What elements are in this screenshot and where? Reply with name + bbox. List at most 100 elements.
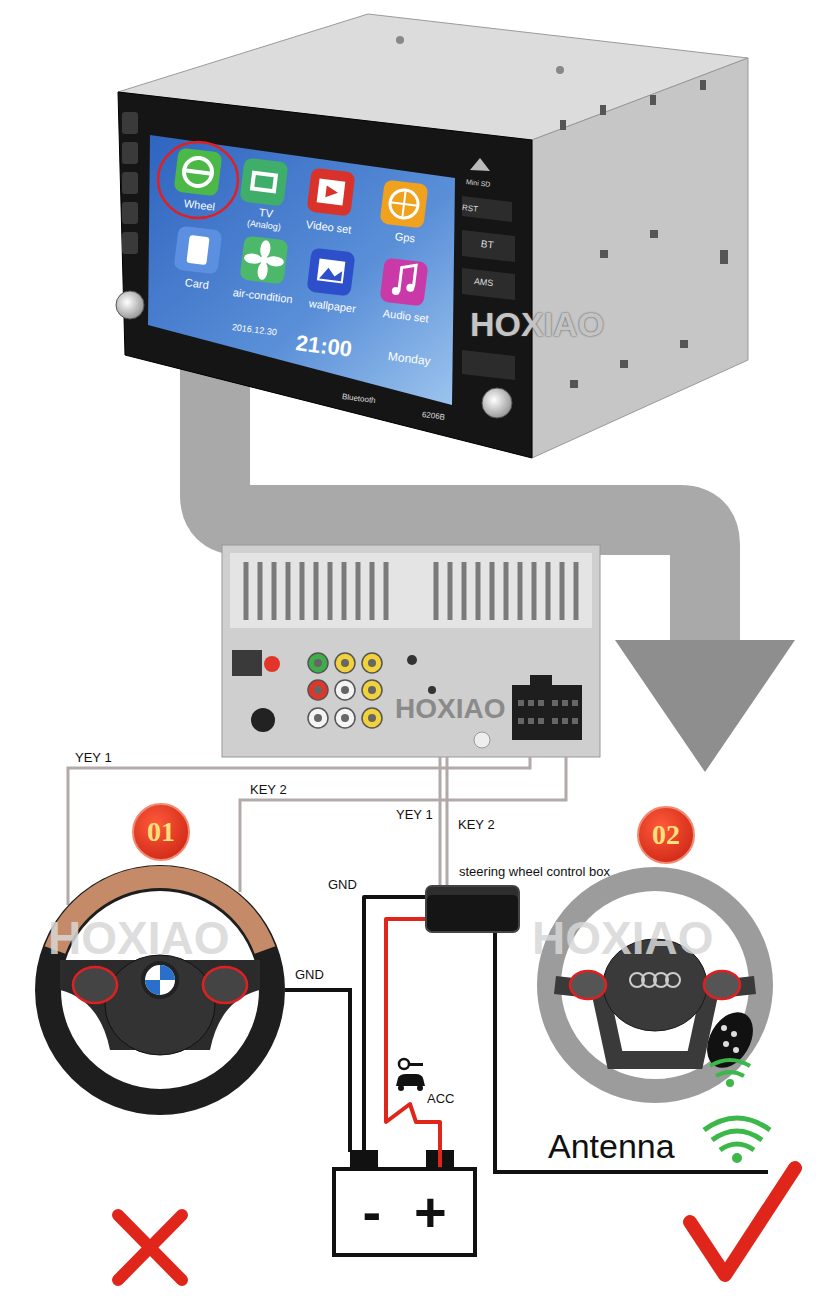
- signal-wire: [439, 757, 442, 885]
- head-unit: [254, 175, 273, 189]
- wire-label: ACC: [425, 1092, 456, 1107]
- power-wire: [386, 919, 440, 1167]
- watermark: HOXIAO: [48, 912, 229, 965]
- head-unit-rear: [300, 562, 305, 620]
- head-unit: [186, 235, 209, 265]
- head-unit: [317, 259, 345, 284]
- steering-wheel: [143, 963, 177, 997]
- head-unit: [306, 247, 355, 296]
- head-unit-rear: [518, 562, 523, 620]
- head-unit: [184, 170, 212, 173]
- head-unit-rear: [335, 680, 355, 700]
- steering-wheel: [731, 1031, 737, 1037]
- head-unit-rear: [368, 659, 376, 667]
- watermark: HOXIAO: [470, 305, 604, 344]
- icon-label: Card: [184, 276, 209, 291]
- head-unit-rear: [518, 700, 524, 706]
- head-unit: [250, 170, 278, 193]
- head-unit: [470, 158, 490, 171]
- head-unit-rear: [448, 562, 453, 620]
- head-unit-rear: [341, 659, 349, 667]
- check-mark: [690, 1168, 795, 1275]
- head-unit-rear: [314, 659, 376, 722]
- head-unit-rear: [314, 686, 322, 694]
- cross-mark: [118, 1215, 182, 1280]
- head-unit-rear: [574, 562, 579, 620]
- ground-wire: [364, 897, 425, 1167]
- head-unit-rear: [434, 562, 439, 620]
- polarity-sign: +: [414, 1181, 447, 1243]
- signal-name: GND: [295, 968, 324, 983]
- cross-mark: [118, 1215, 182, 1280]
- head-unit: [462, 350, 515, 380]
- head-unit: [306, 167, 355, 216]
- polarity-sign: -: [362, 1181, 381, 1243]
- antenna-wire: [495, 933, 768, 1172]
- head-unit: [720, 250, 728, 264]
- steering-wheel: [733, 1047, 739, 1053]
- head-unit: [396, 36, 404, 44]
- head-unit-rear: [368, 714, 376, 722]
- head-unit: [379, 179, 428, 228]
- head-unit: [118, 92, 532, 458]
- steering-wheel: [549, 879, 761, 1091]
- steering-wheel: [716, 1072, 744, 1076]
- button-label: AMS: [473, 276, 494, 289]
- head-unit: [173, 147, 222, 196]
- steering-wheel: [704, 971, 740, 999]
- button-label: BT: [480, 238, 494, 251]
- head-unit-rear: [462, 562, 467, 620]
- head-unit-rear: [428, 686, 436, 694]
- head-unit-rear: [341, 714, 349, 722]
- ignition-icon: [409, 1063, 423, 1066]
- head-unit-rear: [490, 562, 495, 620]
- ground-wire: [285, 990, 350, 1152]
- head-unit: [700, 80, 706, 90]
- icon-label: TV: [258, 206, 273, 220]
- head-unit-rear: [342, 562, 347, 620]
- head-unit: [122, 172, 138, 194]
- ignition-icon: [399, 1059, 409, 1069]
- head-unit-rear: [308, 653, 382, 728]
- head-unit-rear: [232, 650, 262, 676]
- head-unit: [650, 95, 656, 105]
- head-unit: [325, 185, 338, 198]
- head-unit-rear: [222, 545, 600, 757]
- wifi-symbol: [712, 1131, 762, 1140]
- head-unit-rear: [356, 562, 361, 620]
- head-unit-rear: [562, 718, 568, 724]
- wifi-symbol: [720, 1144, 754, 1150]
- steering-wheel: [723, 1041, 729, 1047]
- signal-name: KEY 2: [250, 783, 287, 798]
- wire-label: GND: [326, 878, 359, 893]
- head-unit: [399, 264, 416, 293]
- head-unit: [600, 105, 606, 115]
- signal-name: YEY 1: [75, 751, 112, 766]
- head-unit-rear: [272, 562, 277, 620]
- head-unit-rear: [384, 562, 389, 620]
- head-unit: [122, 112, 138, 134]
- steering-wheel: [203, 967, 247, 1003]
- box-heading: steering wheel control box: [459, 865, 610, 879]
- head-unit-rear: [286, 562, 291, 620]
- ignition-icon: [398, 1085, 404, 1091]
- head-unit-rear: [314, 659, 322, 667]
- head-unit-rear: [308, 708, 328, 728]
- steering-wheel: [630, 973, 680, 987]
- head-unit: [570, 380, 578, 388]
- head-unit-rear: [572, 700, 578, 706]
- head-unit-rear: [222, 545, 600, 757]
- steering-wheel: [721, 1025, 727, 1031]
- head-unit: [173, 225, 222, 274]
- head-unit-rear: [518, 700, 578, 724]
- head-unit-rear: [407, 655, 417, 665]
- head-unit: [462, 268, 515, 300]
- head-unit: [391, 287, 400, 296]
- head-unit-rear: [552, 700, 558, 706]
- flow-arrow: [615, 640, 795, 772]
- head-unit: [122, 232, 138, 254]
- head-unit-rear: [258, 562, 263, 620]
- head-unit-rear: [560, 562, 565, 620]
